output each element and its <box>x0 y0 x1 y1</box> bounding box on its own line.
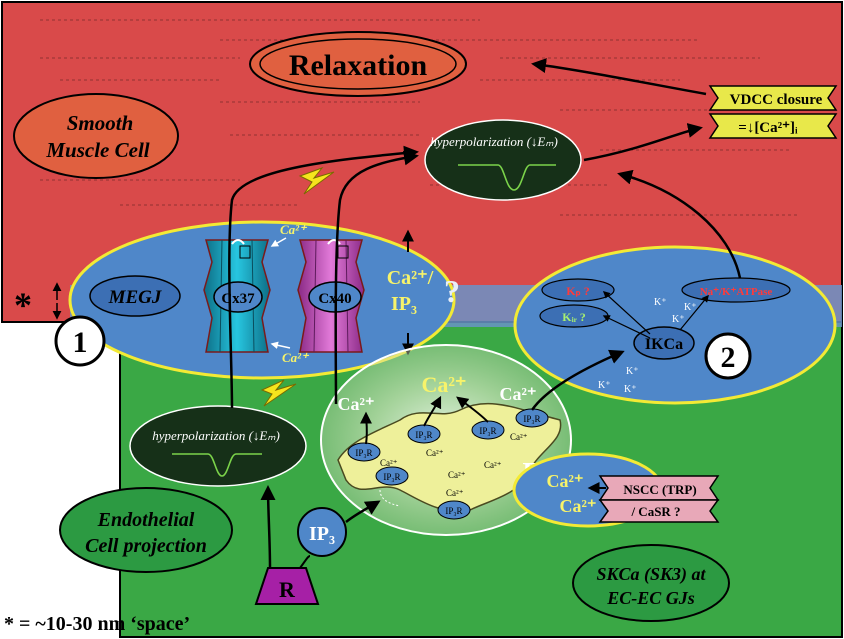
casr-banner <box>598 499 720 523</box>
ca-nscc-2: Ca²⁺ <box>560 496 597 516</box>
svg-text:K⁺: K⁺ <box>598 380 611 391</box>
ip3-label: IP₃ <box>309 523 335 545</box>
ip3r-group: IP₃R IP₃R IP₃R IP₃R IP₃R IP₃R <box>347 408 549 520</box>
cx37-oval <box>213 281 263 313</box>
svg-text:Ca²⁺: Ca²⁺ <box>426 448 444 458</box>
hyperpolarization-panel-top <box>424 119 582 201</box>
marker-2-label: 2 <box>721 341 736 374</box>
skca-oval <box>572 544 730 622</box>
ca-label-channel-top: Ca²⁺ <box>280 222 308 237</box>
question-mark: ? <box>444 273 460 309</box>
hyperpolarization-panel-bottom <box>129 405 307 487</box>
arrow-to-vdcc <box>583 123 703 162</box>
ca-ip3-line2: IP₃ <box>391 293 417 315</box>
smooth-muscle-label-line1: Smooth <box>67 111 134 135</box>
kp-label: Kₚ ? <box>566 284 589 298</box>
svg-text:Ca²⁺: Ca²⁺ <box>484 460 502 470</box>
svg-text:K⁺: K⁺ <box>626 366 639 377</box>
endothelial-oval <box>59 487 233 573</box>
receptor-label: R <box>279 577 296 602</box>
ca-label-er-center: Ca²⁺ <box>421 372 466 397</box>
hyperpolarization-trace-bottom <box>172 453 262 477</box>
receptor-shape <box>254 567 320 605</box>
skca-label-line2: EC-EC GJs <box>606 588 695 608</box>
svg-text:IP₃R: IP₃R <box>523 414 540 424</box>
hyperpolarization-label-top: hyperpolarization (↓Eₘ) <box>430 134 558 149</box>
cx37-label: Cx37 <box>221 291 255 307</box>
arrow-to-relaxation <box>531 58 707 96</box>
ca-label-channel-bottom: Ca²⁺ <box>282 350 310 365</box>
na-k-atpase-label: Na⁺/K⁺ATPase <box>700 286 773 298</box>
svg-text:IP₃R: IP₃R <box>479 426 496 436</box>
vdcc-closure-label: VDCC closure <box>730 92 823 108</box>
svg-text:Ca²⁺: Ca²⁺ <box>446 488 464 498</box>
relaxation-label: Relaxation <box>289 49 428 82</box>
nscc-label: NSCC (TRP) <box>623 482 696 497</box>
svg-text:Ca²⁺: Ca²⁺ <box>510 432 528 442</box>
ikca-oval <box>633 326 695 360</box>
svg-text:K⁺: K⁺ <box>624 384 637 395</box>
endothelial-label-line1: Endothelial <box>97 509 195 531</box>
na-k-atpase-oval <box>681 277 791 303</box>
svg-text:IP₃R: IP₃R <box>383 472 400 482</box>
gap-junction-channel-icon <box>239 245 251 259</box>
footnote: * = ~10-30 nm ‘space’ <box>4 613 190 635</box>
relaxation-oval <box>249 31 467 97</box>
svg-text:Ca²⁺: Ca²⁺ <box>448 470 466 480</box>
smooth-muscle-oval <box>13 93 179 179</box>
casr-label: / CaSR ? <box>630 504 680 519</box>
kp-oval <box>541 278 615 302</box>
marker-1-circle <box>54 315 106 367</box>
skca-label-line1: SKCa (SK3) at <box>596 564 706 585</box>
er-calcium-labels: Ca²⁺ Ca²⁺ Ca²⁺ Ca²⁺ Ca²⁺ Ca²⁺ <box>380 432 528 498</box>
svg-text:IP₃R: IP₃R <box>445 506 462 516</box>
svg-text:K⁺: K⁺ <box>684 302 697 313</box>
lightning-bolt-icon <box>260 379 297 407</box>
ca-ip3-line1: Ca²⁺/ <box>387 267 434 289</box>
svg-text:K⁺: K⁺ <box>672 314 685 325</box>
hyperpolarization-trace-top <box>458 164 556 191</box>
svg-text:Ca²⁺: Ca²⁺ <box>380 458 398 468</box>
k-plus-label: K⁺ <box>654 297 667 308</box>
ip3-circle <box>297 507 347 557</box>
ca-label-er-right: Ca²⁺ <box>500 384 537 404</box>
marker-1-label: 1 <box>73 326 88 359</box>
kir-label: Kᵢᵣ ? <box>562 310 586 324</box>
marker-2-circle <box>704 332 752 380</box>
megj-oval <box>89 275 181 317</box>
asterisk-marker: * <box>14 285 32 325</box>
svg-text:IP₃R: IP₃R <box>355 448 372 458</box>
megj-label: MEGJ <box>108 287 162 308</box>
ca-decrease-label: =↓[Ca²⁺]ᵢ <box>738 120 798 136</box>
endothelial-label-line2: Cell projection <box>85 535 207 557</box>
lightning-bolt-icon <box>298 166 335 195</box>
vdcc-closure-banner <box>708 85 838 111</box>
ca-label-er-left: Ca²⁺ <box>338 394 375 414</box>
ca-decrease-banner <box>708 113 838 139</box>
arrow-to-hyperpolarization <box>228 145 419 409</box>
smooth-muscle-label-line2: Muscle Cell <box>45 138 149 162</box>
hyperpolarization-label-bottom: hyperpolarization (↓Eₘ) <box>152 428 280 443</box>
ikca-label: IKCa <box>645 336 683 353</box>
svg-text:IP₃R: IP₃R <box>415 430 432 440</box>
ca-nscc-1: Ca²⁺ <box>547 471 584 491</box>
